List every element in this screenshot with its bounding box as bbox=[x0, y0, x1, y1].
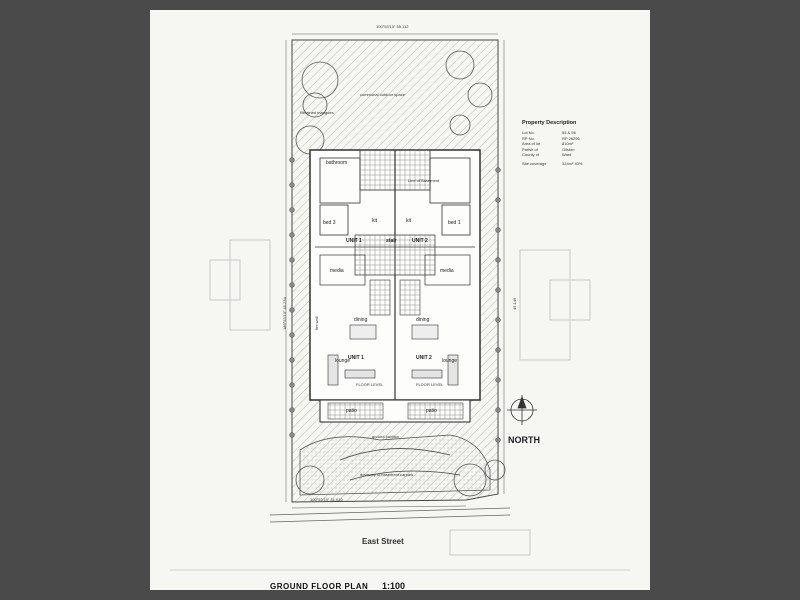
property-description-title: Property Description bbox=[522, 120, 577, 126]
floor-level-1-label: FLOOR LEVEL bbox=[356, 382, 384, 387]
bottom-boundary-label: 100°53'10" 31.010 bbox=[310, 497, 343, 502]
driveway-label: driveway to basement carpark bbox=[360, 472, 414, 477]
patio-label-2: patio bbox=[426, 408, 437, 414]
kitchens bbox=[369, 279, 421, 316]
top-boundary-label: 100°53'10" 55.112 bbox=[376, 24, 409, 29]
front-garden bbox=[299, 434, 491, 496]
north-arrow-icon bbox=[507, 395, 537, 425]
dimension-lines bbox=[285, 33, 505, 509]
bed-1-label: bed 1 bbox=[448, 220, 461, 226]
north-label: NORTH bbox=[508, 435, 540, 445]
patios bbox=[327, 402, 464, 420]
service-band bbox=[315, 234, 475, 286]
stair-label: stair bbox=[386, 238, 397, 244]
street-name: East Street bbox=[362, 537, 404, 546]
patio-label-1: patio bbox=[346, 408, 357, 414]
fire-wall-label: fire wall bbox=[314, 316, 319, 330]
unit-1-lower-label: UNIT 1 bbox=[348, 355, 364, 361]
left-boundary-label: 189°53'10" 45.234 bbox=[282, 297, 287, 330]
lounge-label-2: lounge bbox=[442, 358, 458, 364]
lounge-furniture bbox=[327, 354, 459, 386]
unit-1-label: UNIT 1 bbox=[346, 238, 362, 244]
property-description: Property Description Lot No.55 & 56 RP N… bbox=[522, 120, 622, 166]
drawing-scale: 1:100 bbox=[382, 581, 406, 591]
media-label-2: media bbox=[440, 268, 454, 274]
communal-space-label: communal outdoor space bbox=[360, 92, 405, 97]
unit-2-lower-label: UNIT 2 bbox=[416, 355, 432, 361]
retained-mangoes-label: Retained mangoes bbox=[300, 110, 334, 115]
ground-pavilion-label: ground pavilion bbox=[372, 434, 400, 439]
property-row: Lot No.55 & 56 bbox=[522, 130, 576, 135]
kit-label-2: kit bbox=[406, 218, 411, 224]
bed-3-label: bed 3 bbox=[323, 220, 336, 226]
floor-plan-drawing bbox=[170, 33, 630, 571]
dining-tables bbox=[349, 324, 439, 340]
kit-label-1: kit bbox=[372, 218, 377, 224]
drawing-title: GROUND FLOOR PLAN bbox=[270, 582, 369, 591]
dining-label-2: dining bbox=[416, 317, 430, 323]
dining-label-1: dining bbox=[354, 317, 368, 323]
lounge-label-1: lounge bbox=[335, 358, 351, 364]
line-of-basement-label: Line of Basement bbox=[408, 178, 440, 183]
right-boundary-label: 45.149 bbox=[512, 297, 517, 310]
hedge bbox=[289, 157, 501, 443]
media-label-1: media bbox=[330, 268, 344, 274]
floor-level-2-label: FLOOR LEVEL bbox=[416, 382, 444, 387]
neighbour-outlines bbox=[209, 239, 591, 556]
drawing-sheet: 100°53'10" 55.112 189°53'10" 45.234 45.1… bbox=[150, 10, 650, 591]
unit-2-label: UNIT 2 bbox=[412, 238, 428, 244]
property-row: RP No.RP 26296 bbox=[522, 135, 580, 141]
bathroom-label: bathroom bbox=[326, 160, 348, 166]
